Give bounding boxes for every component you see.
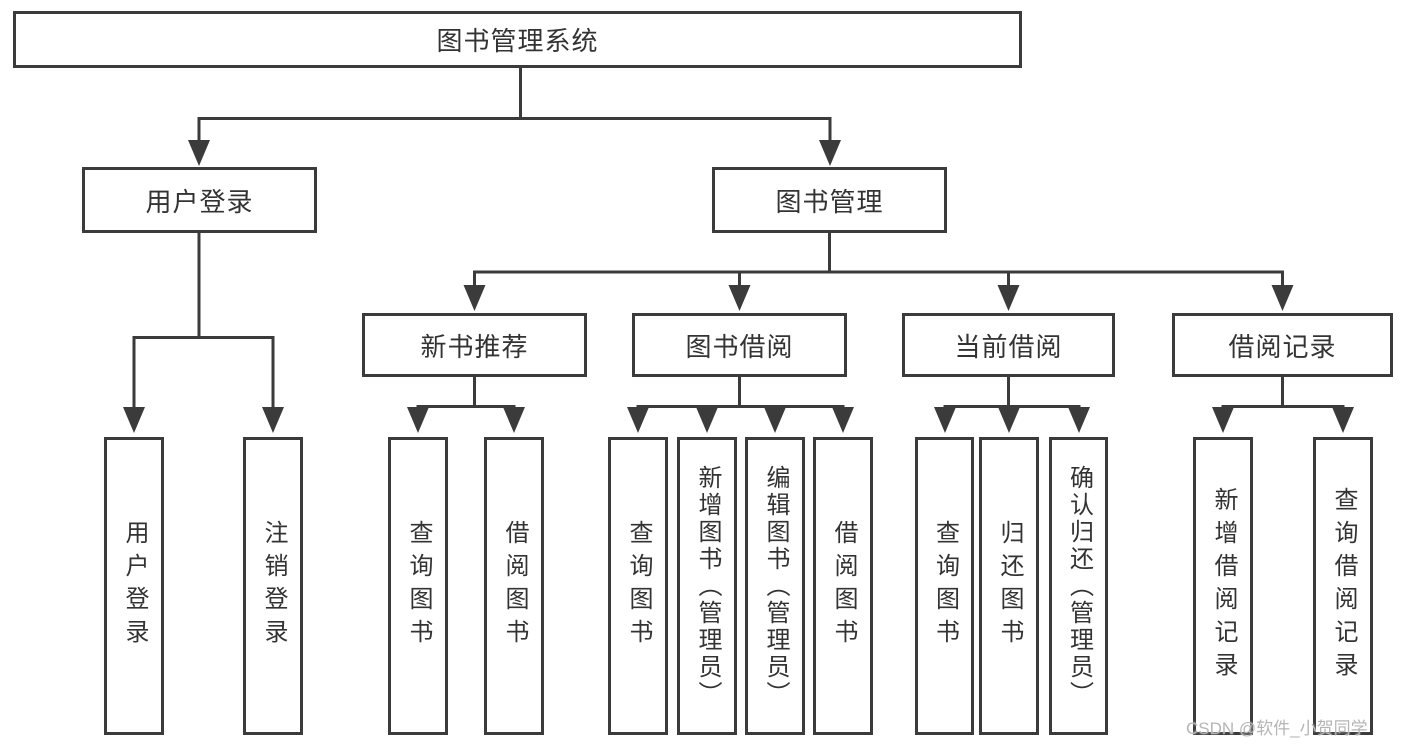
arrowheads-current-leaves bbox=[934, 407, 1090, 433]
leaf-logout: 注销登录 bbox=[243, 437, 303, 735]
arrowheads-level3 bbox=[463, 285, 1294, 311]
node-book-management: 图书管理 bbox=[712, 167, 947, 233]
leaf-query-books: 查询图书 bbox=[608, 437, 668, 735]
node-user-login: 用户登录 bbox=[82, 167, 317, 233]
connector-records-to-leaves bbox=[1221, 377, 1345, 413]
arrowheads-borrow-leaves bbox=[627, 407, 854, 433]
arrowheads-records-leaves bbox=[1212, 407, 1354, 433]
node-current-borrow: 当前借阅 bbox=[902, 313, 1115, 377]
leaf-borrow-books: 借阅图书 bbox=[813, 437, 873, 735]
leaf-query-books: 查询图书 bbox=[388, 437, 448, 735]
arrowheads-level2 bbox=[188, 140, 841, 166]
connector-bookmgmt-to-level3 bbox=[473, 233, 1284, 287]
connector-root-to-level2 bbox=[197, 67, 832, 142]
connector-newbook-to-leaves bbox=[416, 377, 516, 413]
node-book-borrow: 图书借阅 bbox=[632, 313, 847, 377]
node-library-system: 图书管理系统 bbox=[13, 11, 1022, 68]
leaf-query-books: 查询图书 bbox=[915, 437, 974, 735]
connector-borrow-to-leaves bbox=[636, 377, 845, 413]
leaf-return-books: 归还图书 bbox=[979, 437, 1039, 735]
node-borrow-records: 借阅记录 bbox=[1172, 313, 1393, 377]
leaf-add-book-admin: 新增图书（管理员） bbox=[677, 437, 737, 735]
arrowheads-newbook-leaves bbox=[407, 407, 525, 433]
arrowheads-userlogin-leaves bbox=[123, 407, 284, 433]
connector-userlogin-to-leaves bbox=[132, 233, 275, 409]
leaf-user-login: 用户登录 bbox=[104, 437, 164, 735]
leaf-add-borrow-record: 新增借阅记录 bbox=[1193, 437, 1253, 735]
watermark-text: CSDN @软件_小贺同学 bbox=[1186, 719, 1368, 738]
leaf-borrow-books: 借阅图书 bbox=[484, 437, 544, 735]
leaf-edit-book-admin: 编辑图书（管理员） bbox=[745, 437, 805, 735]
leaf-query-borrow-record: 查询借阅记录 bbox=[1313, 437, 1373, 735]
leaf-confirm-return-admin: 确认归还（管理员） bbox=[1049, 437, 1108, 735]
node-new-book-recommend: 新书推荐 bbox=[362, 313, 587, 377]
